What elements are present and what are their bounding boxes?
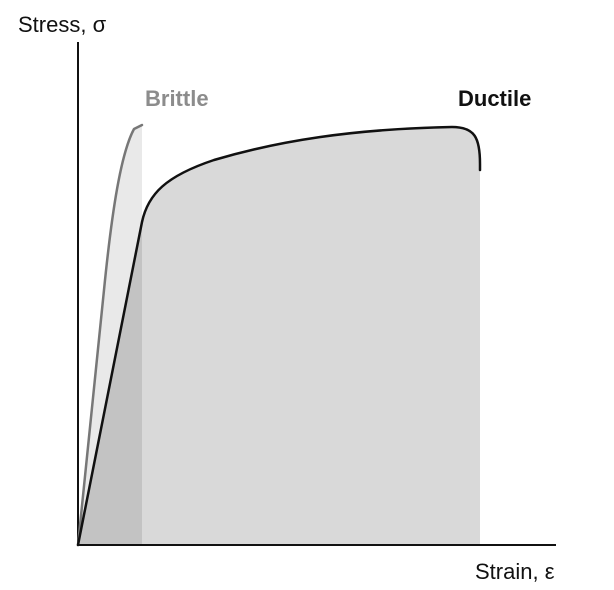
brittle-label: Brittle [145, 86, 209, 111]
ductile-label: Ductile [458, 86, 531, 111]
brittle-curve [76, 123, 144, 547]
ductile-curve [76, 125, 482, 547]
y-axis-label: Stress, σ [18, 12, 107, 37]
x-axis-label: Strain, ε [475, 559, 555, 584]
ductile-area [78, 127, 480, 545]
